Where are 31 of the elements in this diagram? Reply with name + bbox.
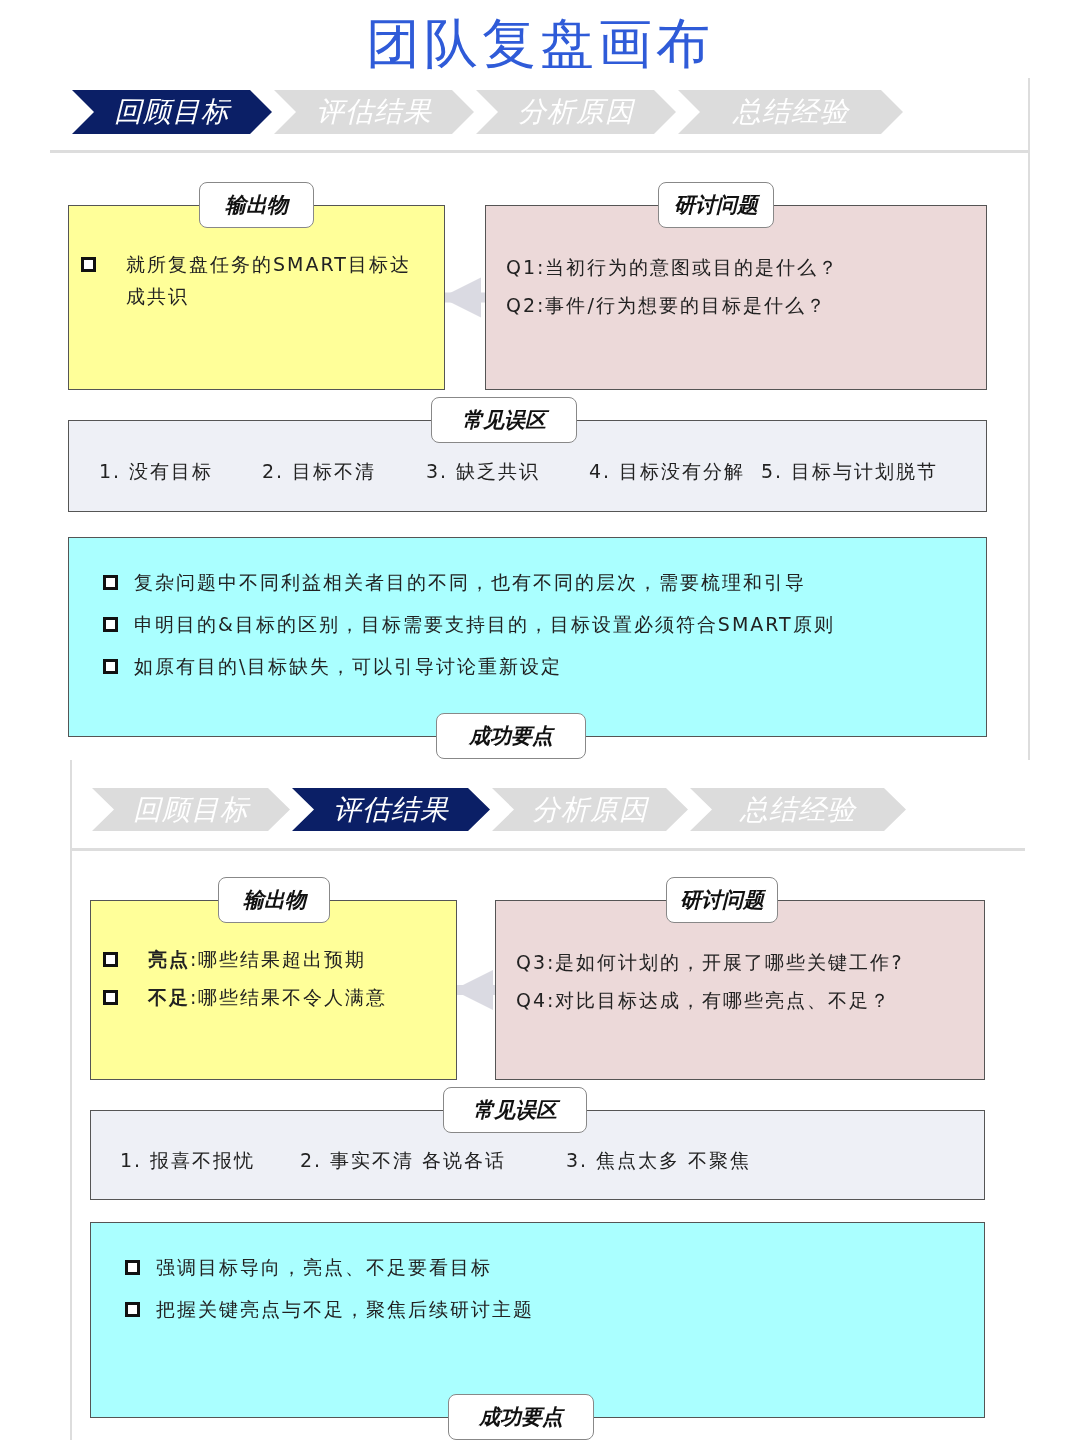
step-banner: 回顾目标: [72, 90, 272, 134]
pitfall-item: 2. 事实不清 各说各话: [300, 1148, 507, 1173]
bullet-text: 亮点:哪些结果超出预期: [148, 947, 367, 972]
pitfall-item: 5. 目标与计划脱节: [761, 459, 939, 484]
tab-heading: 常见误区: [431, 397, 577, 443]
bullet-text: 把握关键亮点与不足，聚焦后续研讨主题: [156, 1297, 534, 1322]
pitfall-item: 4. 目标没有分解: [589, 459, 746, 484]
pitfall-item: 1. 报喜不报忧: [120, 1148, 256, 1173]
bullet-text: 复杂问题中不同利益相关者目的不同，也有不同的层次，需要梳理和引导: [134, 570, 806, 595]
page-title: 团队复盘画布: [365, 11, 715, 77]
pitfall-item: 2. 目标不清: [262, 459, 377, 484]
question-text: Q3:是如何计划的，开展了哪些关键工作?: [516, 950, 905, 975]
bullet-text: 不足:哪些结果不令人满意: [148, 985, 388, 1010]
bullet-text: 强调目标导向，亮点、不足要看目标: [156, 1255, 492, 1280]
tab-heading: 研讨问题: [666, 877, 778, 923]
step-banner: 评估结果: [292, 788, 490, 831]
question-text: Q4:对比目标达成，有哪些亮点、不足？: [516, 988, 893, 1013]
tab-heading: 成功要点: [436, 713, 586, 759]
pitfall-item: 3. 缺乏共识: [426, 459, 541, 484]
question-text: Q2:事件/行为想要的目标是什么？: [506, 293, 828, 318]
tab-heading: 常见误区: [443, 1087, 587, 1133]
question-text: Q1:当初行为的意图或目的是什么？: [506, 255, 841, 280]
tab-heading: 成功要点: [448, 1394, 594, 1440]
bullet-text: 申明目的&目标的区别，目标需要支持目的，目标设置必须符合SMART原则: [134, 612, 835, 637]
tab-heading: 研讨问题: [658, 182, 774, 228]
bullet-text: 就所复盘任务的SMART目标达成共识: [126, 252, 412, 309]
bullet-text: 如原有目的\目标缺失，可以引导讨论重新设定: [134, 654, 563, 679]
tab-heading: 输出物: [218, 877, 330, 923]
pitfall-item: 1. 没有目标: [99, 459, 214, 484]
pitfall-item: 3. 焦点太多 不聚焦: [566, 1148, 752, 1173]
tab-heading: 输出物: [199, 182, 314, 228]
